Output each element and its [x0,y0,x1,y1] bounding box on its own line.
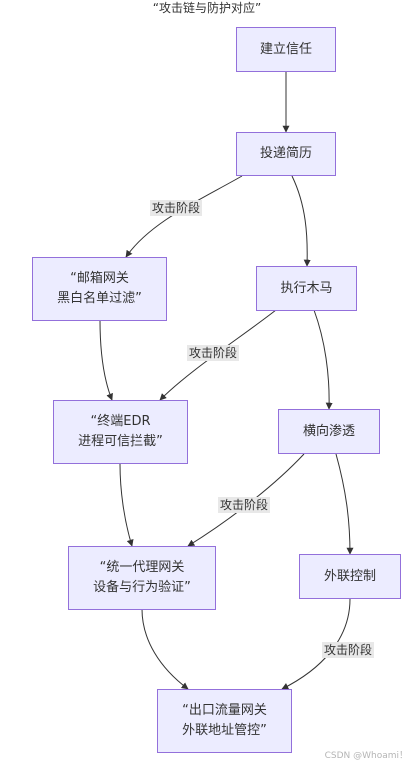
node-build-trust: 建立信任 [236,27,336,72]
edge-label-trojan-edr: 攻击阶段 [187,345,240,361]
node-execute-trojan: 执行木马 [256,266,357,311]
edge-trojan-lateral [313,309,333,410]
edge-proxy-egress [141,608,189,690]
node-unified-proxy: “统一代理网关 设备与行为验证” [68,546,216,610]
node-mail-gateway: “邮箱网关 黑白名单过滤” [32,257,167,321]
edge-edr-proxy [119,463,134,547]
diagram-title: “攻击链与防护对应” [152,1,262,15]
edge-label-outbound-egress: 攻击阶段 [322,642,375,658]
watermark: CSDN @Whoami！ [324,751,408,761]
node-outbound-control: 外联控制 [299,554,401,599]
edge-label-lateral-proxy: 攻击阶段 [218,497,271,513]
edge-resume-trojan [291,175,311,267]
edge-resume-mail [125,175,243,258]
edge-lateral-outbound [335,453,354,555]
node-lateral-movement: 横向渗透 [278,409,380,454]
edge-label-resume-mail: 攻击阶段 [150,200,203,216]
node-egress-gateway: “出口流量网关 外联地址管控” [157,689,292,753]
node-deliver-resume: 投递简历 [236,132,336,176]
edge-mail-edr [99,319,113,401]
node-endpoint-edr: “终端EDR 进程可信拦截” [53,400,188,464]
